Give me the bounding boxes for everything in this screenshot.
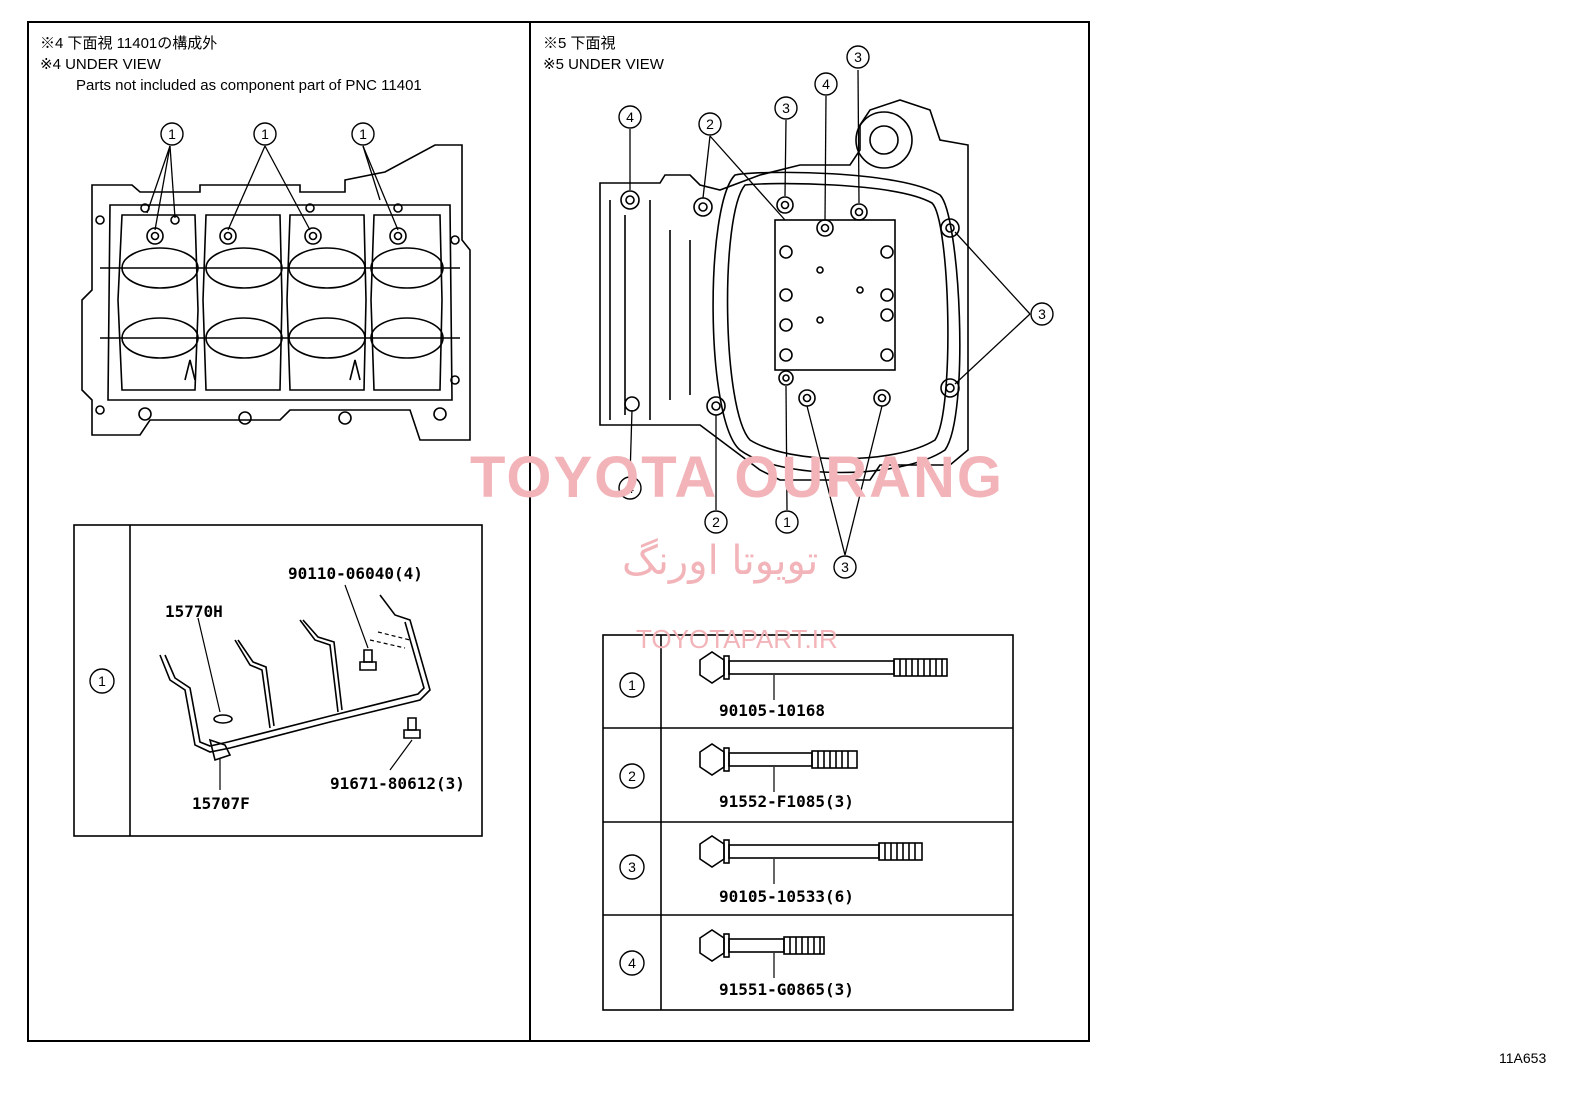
callout-num-1c: 1 [359, 126, 367, 142]
detail-row-circle [89, 668, 115, 694]
bolt-part-2: 91552-F1085(3) [719, 792, 854, 811]
detail-box [73, 524, 483, 837]
left-callout-leaders [146, 145, 399, 231]
bolt-drawing-3 [699, 835, 923, 884]
bolt-part-3: 90105-10533(6) [719, 887, 854, 906]
left-header: ※4 下面視 11401の構成外 ※4 UNDER VIEW Parts not… [40, 33, 422, 96]
callout-circle-r3d [833, 555, 857, 579]
left-header-jp: ※4 下面視 11401の構成外 [40, 35, 218, 52]
callout-num-r4a: 4 [626, 109, 634, 125]
callout-num-r2a: 2 [706, 116, 714, 132]
watermark-title: TOYOTA OURANG [470, 445, 1005, 510]
callout-num-r3c: 3 [1038, 306, 1046, 322]
callout-circle-r3b [846, 45, 870, 69]
callout-circle-1c [351, 122, 375, 146]
part-label-15707f: 15707F [192, 794, 250, 813]
left-engine-block-drawing [81, 144, 471, 441]
callout-circle-r3c [1030, 302, 1054, 326]
callout-num-1a: 1 [168, 126, 176, 142]
table-circle-2 [619, 763, 645, 789]
callout-circle-r2b [704, 510, 728, 534]
table-num-3: 3 [628, 859, 636, 875]
watermark-url: TOYOTAPART.IR [636, 624, 838, 654]
table-circle-4 [619, 950, 645, 976]
right-header-jp: ※5 下面視 [543, 35, 616, 52]
right-engine-block-drawing [599, 99, 969, 481]
table-circle-3 [619, 854, 645, 880]
right-header-en: ※5 UNDER VIEW [543, 56, 664, 73]
bolt-drawing-4 [699, 929, 825, 978]
bolt-part-1: 90105-10168 [719, 701, 825, 720]
callout-circle-r2a [698, 112, 722, 136]
callout-circle-r3a [774, 96, 798, 120]
callout-num-r4c: 4 [626, 480, 634, 496]
callout-num-r4b: 4 [822, 76, 830, 92]
part-label-90110-06040: 90110-06040(4) [288, 564, 423, 583]
bolt-drawing-1 [699, 651, 948, 700]
part-label-91671-80612: 91671-80612(3) [330, 774, 465, 793]
callout-circle-r4c [618, 476, 642, 500]
part-label-15770h: 15770H [165, 602, 223, 621]
table-num-4: 4 [628, 955, 636, 971]
table-num-1: 1 [628, 677, 636, 693]
panel-divider [529, 21, 531, 1042]
detail-leaders [197, 584, 413, 790]
left-header-note: Parts not included as component part of … [76, 77, 422, 94]
watermark-persian: تویوتا اورنگ [622, 538, 819, 584]
callout-num-r3d: 3 [841, 559, 849, 575]
callout-circle-1b [253, 122, 277, 146]
callout-circle-r4a [618, 105, 642, 129]
callout-num-r1: 1 [783, 514, 791, 530]
callout-num-r3b: 3 [854, 49, 862, 65]
callout-num-r2b: 2 [712, 514, 720, 530]
bolt-part-4: 91551-G0865(3) [719, 980, 854, 999]
left-header-en: ※4 UNDER VIEW [40, 56, 161, 73]
diagram-frame [27, 21, 1090, 1042]
callout-circle-1a [160, 122, 184, 146]
table-circle-1 [619, 672, 645, 698]
table-num-2: 2 [628, 768, 636, 784]
figure-code: 11A653 [1499, 1050, 1547, 1066]
callout-circle-r4b [814, 72, 838, 96]
detail-row-num: 1 [98, 673, 106, 689]
right-header: ※5 下面視 ※5 UNDER VIEW [543, 33, 664, 75]
callout-num-r3a: 3 [782, 100, 790, 116]
fuel-delivery-pipe-drawing [159, 594, 431, 762]
callout-num-1b: 1 [261, 126, 269, 142]
right-callout-leaders [629, 69, 1031, 556]
callout-circle-r1 [775, 510, 799, 534]
bolt-drawing-2 [699, 743, 858, 792]
